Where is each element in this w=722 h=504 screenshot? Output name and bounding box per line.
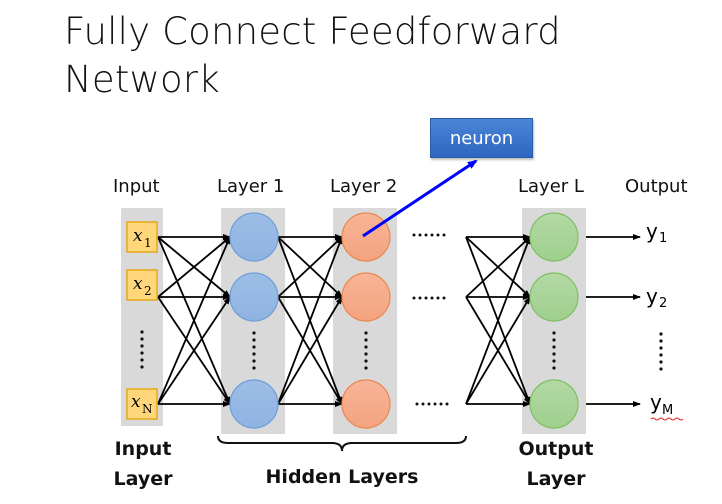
input-node-x1: x 1	[126, 221, 158, 253]
layer2-neuron-3	[341, 379, 391, 429]
output-vertical-ellipsis	[659, 332, 663, 371]
output-column-label: Output	[625, 176, 688, 197]
layer-ellipsis-row-2	[412, 296, 446, 300]
input-node-x2: x 2	[126, 269, 158, 301]
layer-ellipsis-row-1	[412, 233, 446, 237]
edge-input-layer1-2-1	[157, 296, 231, 405]
edge-layer1-layer2-2-1	[277, 296, 343, 405]
svg-text:2: 2	[144, 284, 152, 298]
svg-text:x: x	[131, 392, 141, 412]
neuron-pointer-arrow	[362, 159, 478, 238]
layer2-neuron-1	[341, 212, 391, 262]
svg-text:1: 1	[144, 236, 152, 250]
input-vertical-ellipsis	[140, 330, 144, 369]
page-title: Fully Connect Feedforward Network	[64, 8, 561, 104]
svg-text:x: x	[133, 274, 143, 294]
layer1-neuron-2	[229, 272, 279, 322]
layerL-neuron-3	[529, 379, 579, 429]
edge-layer1-layer2-1-0	[277, 236, 343, 298]
output-layer-label: Output Layer	[518, 438, 594, 490]
spellcheck-underline	[650, 417, 684, 421]
title-line-2: Network	[64, 58, 220, 101]
svg-text:2: 2	[659, 296, 667, 311]
input-node-xN: x N	[126, 388, 158, 420]
layerL-neuron-2	[529, 272, 579, 322]
input-column-label: Input	[113, 176, 160, 197]
layer1-neuron-1	[229, 212, 279, 262]
layer1-neuron-3	[229, 379, 279, 429]
layerL-vertical-ellipsis	[552, 331, 556, 370]
output-yM: y M	[650, 390, 684, 421]
layerL-neuron-1	[529, 212, 579, 262]
edge-input-layer1-1-0	[157, 236, 231, 298]
layer2-column-label: Layer 2	[330, 176, 398, 197]
layer2-vertical-ellipsis	[364, 331, 368, 370]
layerL-column-label: Layer L	[518, 176, 584, 197]
edge-layerN-layerL-2-0	[465, 236, 531, 405]
svg-text:1: 1	[659, 231, 667, 246]
edge-input-layer1-2-0	[157, 236, 231, 405]
svg-text:M: M	[662, 403, 673, 418]
layer2-neuron-2	[341, 272, 391, 322]
svg-text:N: N	[142, 402, 153, 416]
edge-layer1-layer2-2-0	[277, 236, 343, 405]
svg-text:x: x	[133, 226, 143, 246]
layer1-column-label: Layer 1	[217, 176, 285, 197]
output-y1: y 1	[646, 219, 667, 246]
edge-layerN-layerL-2-1	[465, 296, 531, 405]
neuron-callout: neuron	[430, 118, 533, 158]
connections	[157, 234, 641, 407]
layer1-vertical-ellipsis	[252, 331, 256, 370]
svg-text:y: y	[650, 390, 662, 414]
svg-text:y: y	[646, 219, 658, 243]
title-line-1: Fully Connect Feedforward	[64, 10, 561, 53]
edge-layerN-layerL-1-0	[465, 236, 531, 298]
hidden-layers-brace	[217, 435, 467, 452]
output-y2: y 2	[646, 284, 667, 311]
hidden-layers-label: Hidden Layers	[265, 466, 419, 488]
layer-ellipsis-row-3	[415, 402, 449, 406]
input-layer-label: Input Layer	[113, 438, 173, 490]
svg-text:y: y	[646, 284, 658, 308]
